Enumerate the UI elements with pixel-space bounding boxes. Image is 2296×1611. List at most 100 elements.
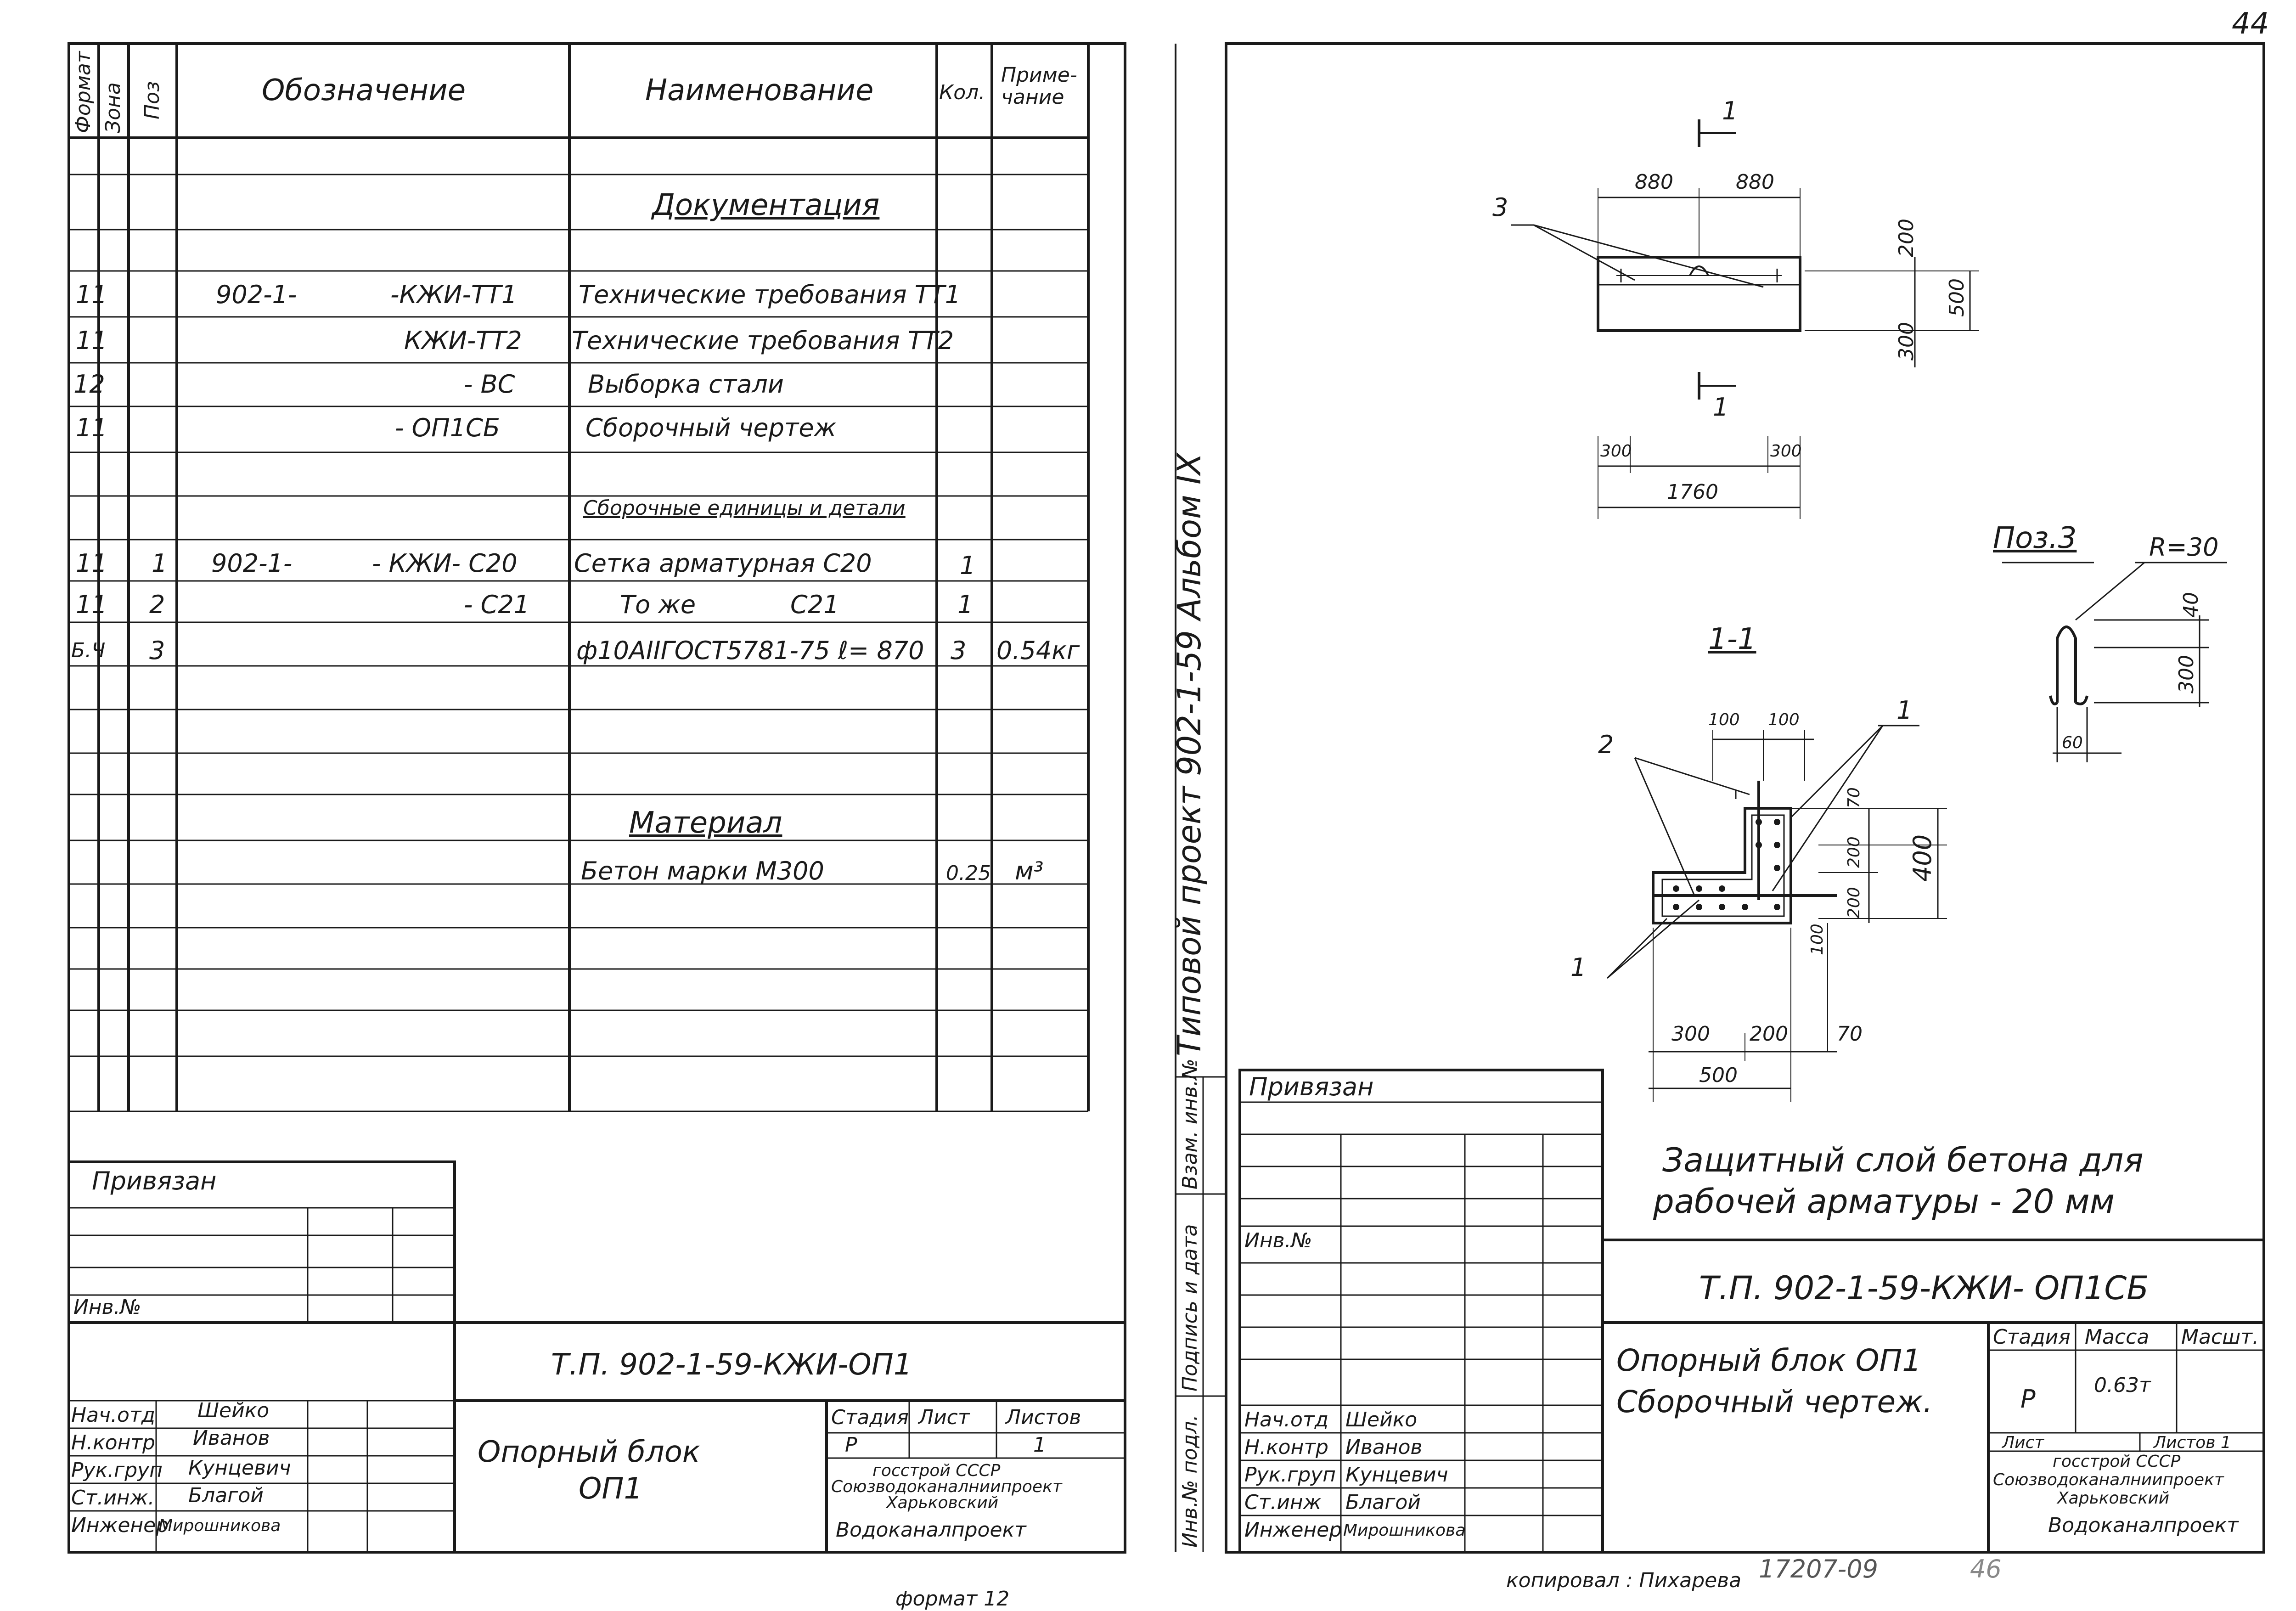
header-note: Приме-чание <box>1001 63 1077 109</box>
callout-3-top: 3 <box>1492 193 1508 222</box>
inv-label: Инв.№ <box>73 1296 141 1319</box>
staff-name: Шейко <box>1345 1408 1418 1431</box>
callout-3-section: 2 <box>1598 730 1614 759</box>
org-line1: госстрой СССР <box>872 1461 1001 1480</box>
dim-880-left: 880 <box>1635 170 1673 194</box>
staff-role: Инженер <box>1244 1518 1342 1542</box>
cell-qty: 1 <box>957 590 974 619</box>
dim-300-br: 300 <box>1770 442 1802 461</box>
dim-500: 500 <box>1945 278 1969 317</box>
side-label-inv-orig: Инв.№ подл. <box>1178 1414 1202 1548</box>
cell-format: 11 <box>76 413 107 442</box>
sec-dim-70-top: 70 <box>1845 787 1863 808</box>
header-name: Наименование <box>645 73 874 107</box>
cell-designation-b: - С21 <box>464 590 530 619</box>
org-line2: Союзводоканалниипроект <box>831 1477 1062 1496</box>
sec-dim-300: 300 <box>1671 1022 1710 1046</box>
cell-name: Технические требования ТТ2 <box>572 326 954 355</box>
cell-designation-b: - ОП1СБ <box>395 413 500 442</box>
side-project-title: Типовой проект 902-1-59 Альбом IX <box>1171 453 1208 1056</box>
sec-dim-70: 70 <box>1837 1022 1863 1046</box>
staff-role: Рук.груп <box>1244 1463 1336 1487</box>
right-title-code: Т.П. 902-1-59-КЖИ- ОП1СБ <box>1699 1269 2149 1307</box>
staff-name: Шейко <box>197 1399 270 1422</box>
right-mass-header: Масса <box>2085 1325 2150 1349</box>
cell-format: 11 <box>76 590 107 619</box>
section-assembly-units: Сборочные единицы и детали <box>583 496 906 520</box>
staff-role: Ст.инж. <box>71 1486 155 1510</box>
side-label-replace: Взам. инв.№ <box>1178 1059 1202 1189</box>
sheet-header: Лист <box>918 1406 970 1429</box>
format-label: формат 12 <box>895 1587 1010 1611</box>
staff-name: Иванов <box>193 1426 270 1450</box>
org-line4: Водоканалпроект <box>836 1518 1026 1542</box>
pos3-title: Поз.3 <box>1993 521 2077 555</box>
cell-pos: 1 <box>152 549 168 578</box>
bound-label: Привязан <box>92 1166 217 1195</box>
dim-300-bl: 300 <box>1600 442 1632 461</box>
cell-name: ф10АIIГОСТ5781-75 ℓ= 870 <box>576 636 924 665</box>
right-mass-value: 0.63т <box>2094 1374 2151 1397</box>
callout-2-section: 1 <box>1896 696 1913 725</box>
staff-role: Н.контр <box>1244 1436 1328 1459</box>
staff-role: Н.контр <box>71 1431 155 1454</box>
note-line1: Защитный слой бетона для <box>1662 1141 2144 1179</box>
copied-by: копировал : Пихарева <box>1506 1569 1742 1592</box>
cell-format: 11 <box>76 280 107 309</box>
cell-name: Сборочный чертеж <box>585 413 837 442</box>
cell-name: Сетка арматурная С20 <box>574 549 872 578</box>
org-line3: Харьковский <box>886 1493 999 1512</box>
sec-dim-200-bottom: 200 <box>1845 887 1863 918</box>
section-mark-top: 1 <box>1722 96 1738 125</box>
staff-name: Мирошникова <box>1343 1521 1466 1540</box>
cell-format: 12 <box>73 370 105 399</box>
sec-dim-100-a: 100 <box>1708 710 1740 729</box>
right-stage-header: Стадия <box>1993 1325 2071 1349</box>
right-sheet-label: Лист <box>2002 1433 2044 1452</box>
section-documentation: Документация <box>652 188 880 222</box>
sheet-number: 46 <box>1970 1555 2002 1583</box>
staff-name: Кунцевич <box>1345 1463 1448 1487</box>
sheets-value: 1 <box>1033 1433 1046 1457</box>
staff-role: Ст.инж <box>1244 1491 1322 1514</box>
cell-designation-b: КЖИ-ТТ2 <box>404 326 522 355</box>
stage-value: Р <box>845 1433 857 1457</box>
order-number: 17207-09 <box>1759 1555 1878 1583</box>
section-title: 1-1 <box>1708 622 1756 656</box>
sec-dim-200-top: 200 <box>1845 836 1863 868</box>
section-mark-bottom: 1 <box>1713 393 1729 422</box>
material-qty: 0.25 <box>946 862 991 885</box>
pos3-radius: R=30 <box>2149 533 2219 562</box>
staff-name: Благой <box>188 1484 264 1507</box>
dim-200: 200 <box>1895 219 1918 257</box>
right-title-name-line1: Опорный блок ОП1 <box>1616 1343 1922 1378</box>
right-title-name-line2: Сборочный чертеж. <box>1616 1384 1933 1419</box>
title-name-line2: ОП1 <box>579 1472 643 1506</box>
cell-name: Выборка стали <box>588 370 784 399</box>
staff-role: Рук.груп <box>71 1459 163 1482</box>
cell-format: 11 <box>76 326 107 355</box>
header-pos: Поз <box>141 81 164 119</box>
right-stage-value: Р <box>2020 1385 2036 1414</box>
right-org-line3: Харьковский <box>2057 1489 2170 1508</box>
cell-designation-b: - ВС <box>464 370 515 399</box>
staff-name: Иванов <box>1345 1436 1423 1459</box>
cell-designation-a: 902-1- <box>216 280 297 309</box>
header-qty: Кол. <box>939 81 985 104</box>
dim-300-right: 300 <box>1895 322 1918 361</box>
pos3-dim-300: 300 <box>2175 655 2198 693</box>
header-designation: Обозначение <box>262 73 466 107</box>
staff-name: Благой <box>1345 1491 1421 1514</box>
side-label-signature: Подпись и дата <box>1178 1224 1202 1391</box>
title-name-line1: Опорный блок <box>478 1435 700 1469</box>
cell-designation-a: 902-1- <box>211 549 293 578</box>
stage-header: Стадия <box>831 1406 909 1429</box>
title-code: Т.П. 902-1-59-КЖИ-ОП1 <box>551 1348 912 1382</box>
sec-dim-400: 400 <box>1908 834 1937 882</box>
callout-1-section: 1 <box>1570 953 1587 982</box>
cell-pos: 3 <box>149 636 165 665</box>
sec-dim-200: 200 <box>1750 1022 1788 1046</box>
section-material: Материал <box>629 806 782 840</box>
staff-role: Инженер <box>71 1514 169 1537</box>
page-number: 44 <box>2232 7 2269 41</box>
